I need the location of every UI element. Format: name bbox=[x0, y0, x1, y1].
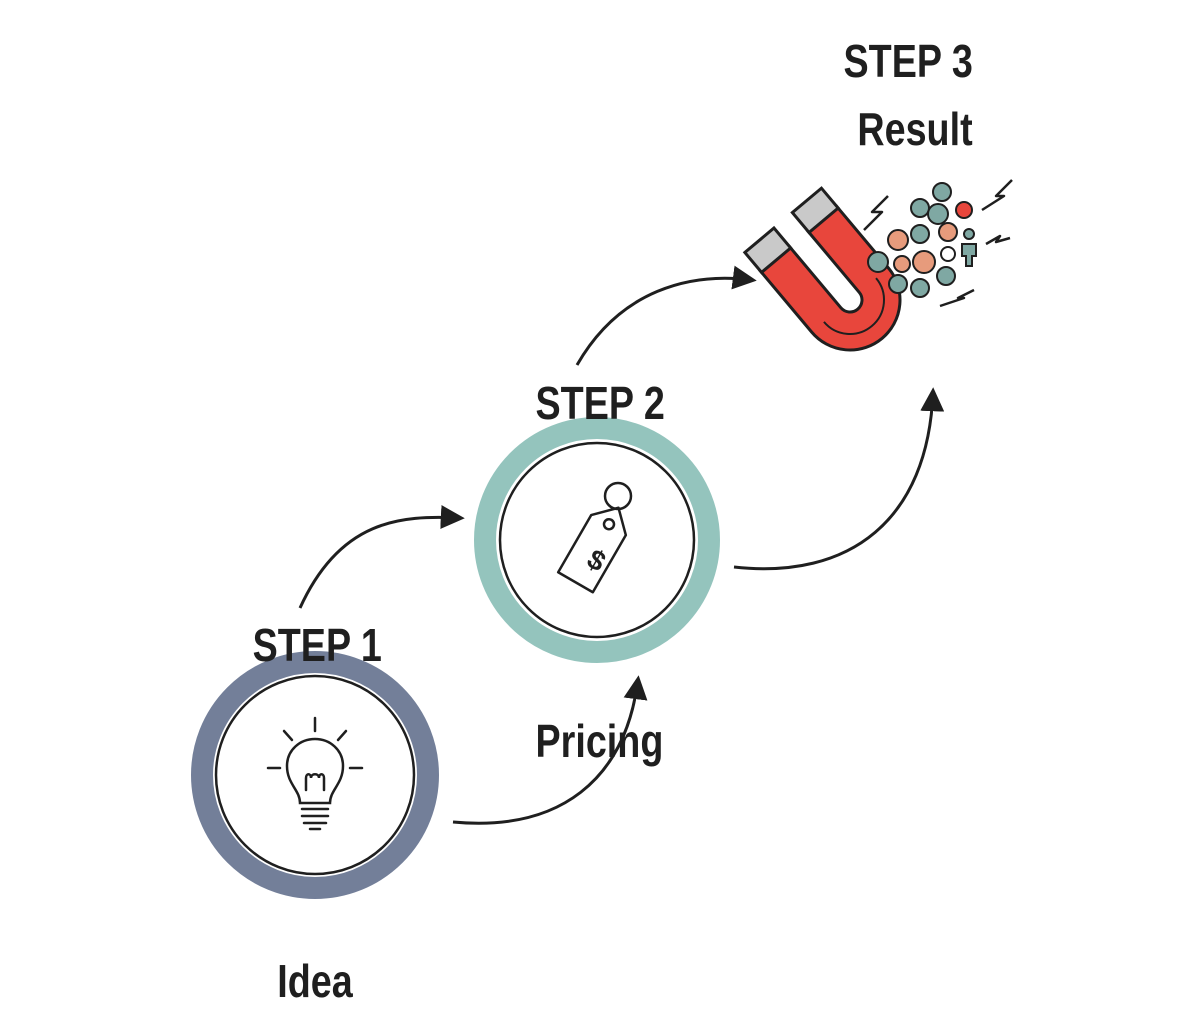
step3-label: STEP 3 bbox=[843, 35, 973, 87]
step3-name: Result bbox=[857, 103, 973, 155]
arrow-step1-to-step2-bottom bbox=[452, 675, 648, 825]
step1-name: Idea bbox=[277, 955, 353, 1007]
arrow-step2-to-step3-top bbox=[575, 265, 757, 366]
arrow-step1-to-step2-top bbox=[298, 505, 465, 609]
lightbulb-icon bbox=[266, 716, 364, 831]
step2-name: Pricing bbox=[535, 715, 664, 767]
spark-icons bbox=[863, 179, 1013, 308]
step1-label: STEP 1 bbox=[252, 619, 382, 671]
people-crowd-icon bbox=[867, 182, 977, 298]
arrow-step2-to-step3-bottom bbox=[733, 387, 945, 571]
step2-label: STEP 2 bbox=[535, 377, 665, 429]
step2-circle bbox=[474, 417, 720, 663]
